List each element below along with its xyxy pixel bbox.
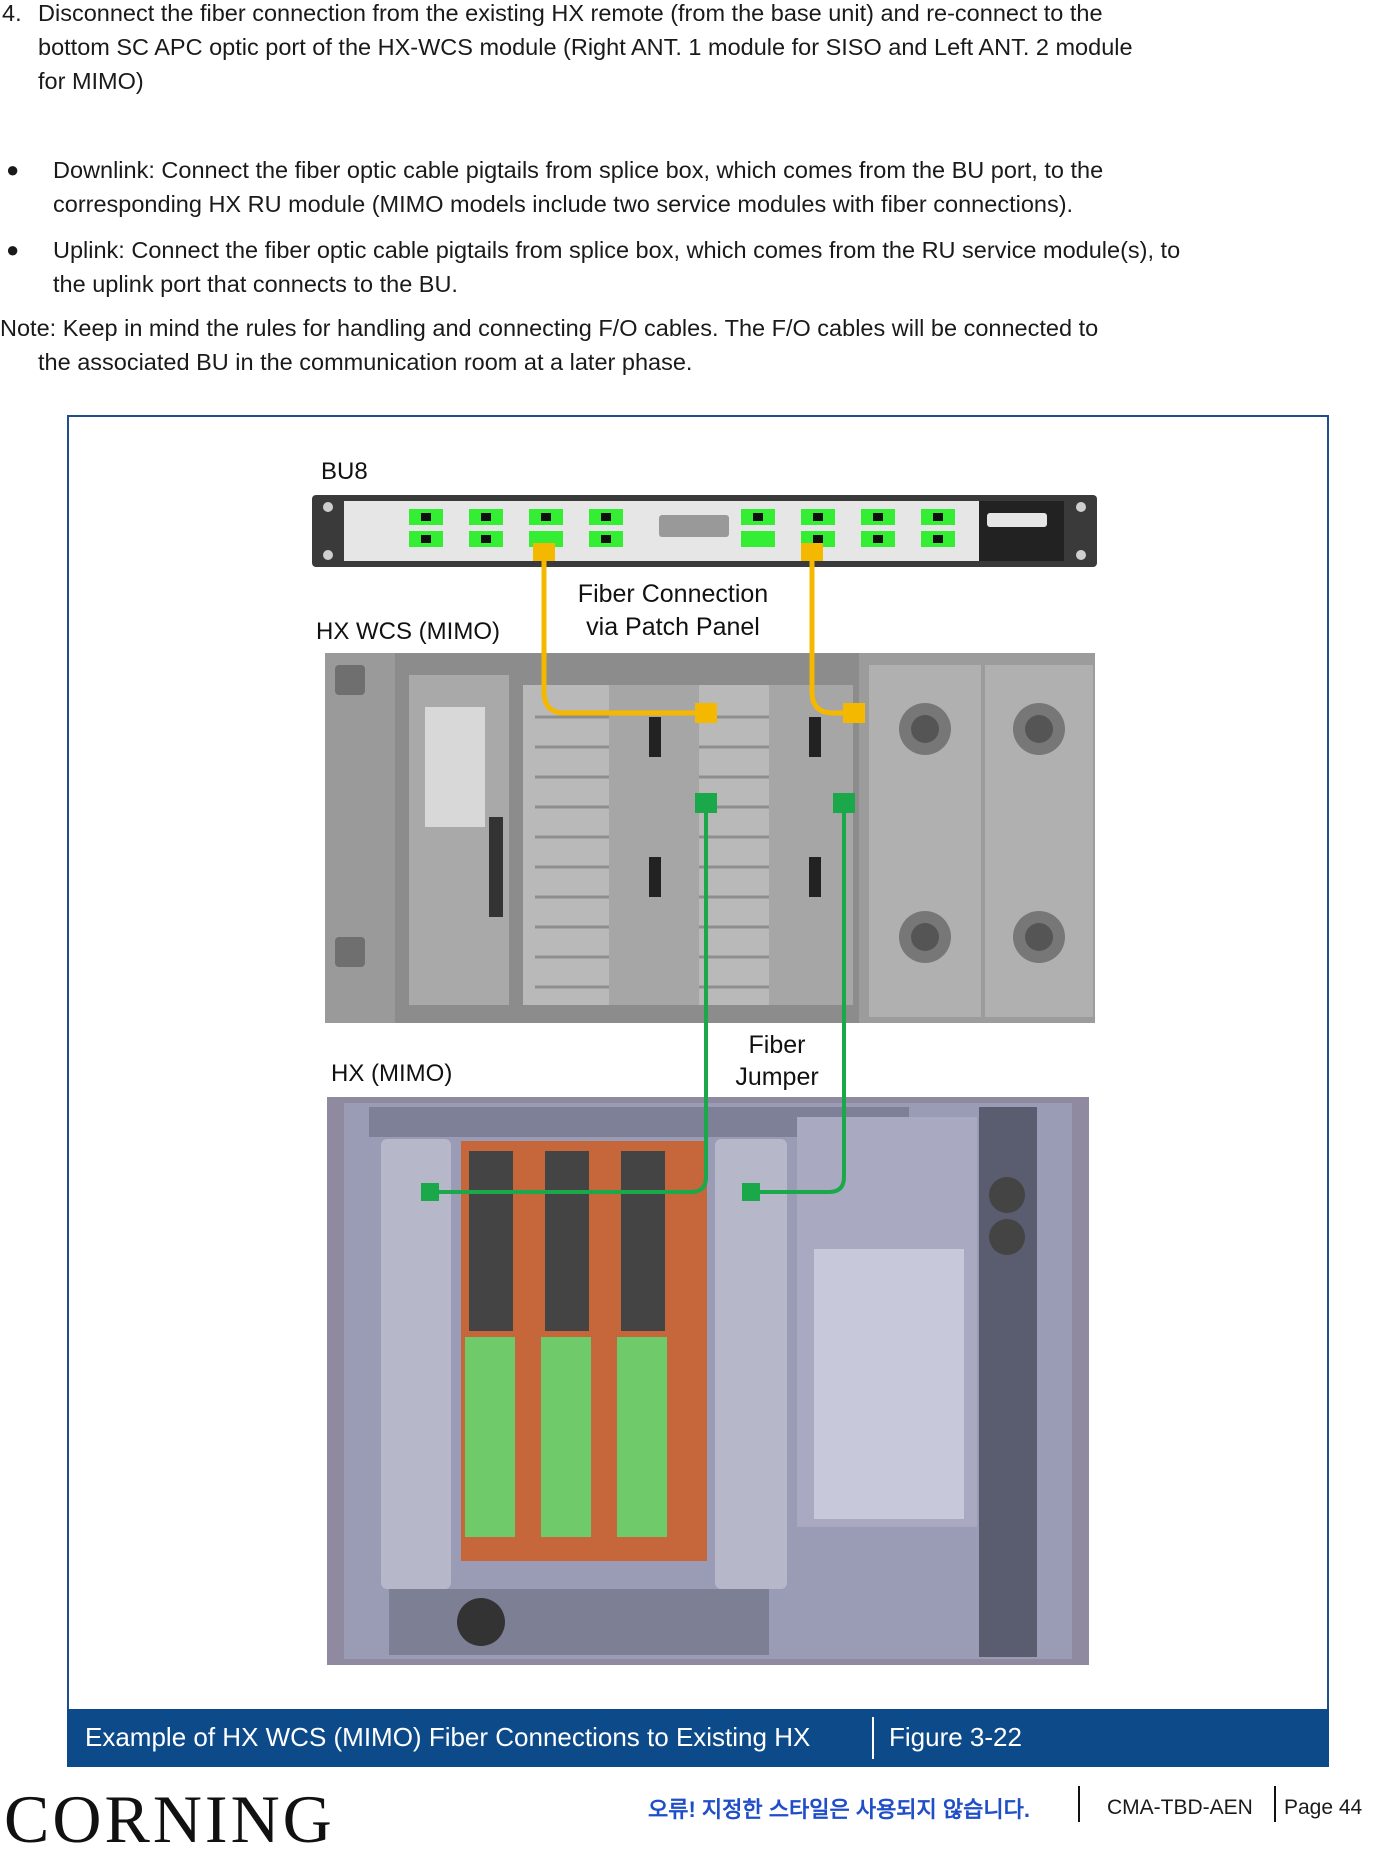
corning-logo: CORNING <box>4 1781 335 1857</box>
document-id: CMA-TBD-AEN <box>1107 1796 1253 1819</box>
bullet-line: Downlink: Connect the fiber optic cable … <box>53 157 1104 183</box>
jumper-fiber-left <box>437 802 708 1194</box>
bu8-left-connector <box>533 543 555 561</box>
figure-illustration: BU8 Fiber Connection via P <box>312 458 1097 1665</box>
hx-label: HX (MIMO) <box>331 1060 452 1087</box>
hx-right-port <box>742 1183 760 1201</box>
note-line: Note: Keep in mind the rules for handlin… <box>0 315 1099 341</box>
patch-label-line1: Fiber Connection <box>578 580 768 608</box>
step-text-line: bottom SC APC optic port of the HX-WCS m… <box>38 34 1133 60</box>
bullet-line: corresponding HX RU module (MIMO models … <box>53 191 1074 217</box>
patch-label-line2: via Patch Panel <box>586 613 760 641</box>
step-text-line: Disconnect the fiber connection from the… <box>38 0 1103 26</box>
patch-fiber-right <box>809 550 853 716</box>
hx-left-port <box>421 1183 439 1201</box>
step-number: 4. <box>2 0 22 26</box>
bu8-right-connector <box>801 543 823 561</box>
patch-fiber-left <box>541 550 705 716</box>
jumper-label-line2: Jumper <box>735 1063 818 1091</box>
note-line: the associated BU in the communication r… <box>38 349 693 375</box>
footer-divider <box>1274 1786 1276 1822</box>
step-text-line: for MIMO) <box>38 68 144 94</box>
wcs-right-jumper-port <box>833 793 855 813</box>
hx-chassis <box>327 1097 1089 1665</box>
footer-divider <box>1078 1786 1080 1822</box>
bullet-dot: ● <box>6 157 20 182</box>
wcs-left-jumper-port <box>695 793 717 813</box>
figure-number: Figure 3-22 <box>889 1722 1022 1752</box>
bu8-label: BU8 <box>321 458 368 485</box>
page-number: Page 44 <box>1284 1796 1363 1819</box>
jumper-fiber-right <box>751 802 846 1194</box>
bullet-line: the uplink port that connects to the BU. <box>53 271 458 297</box>
jumper-label-line1: Fiber <box>749 1031 806 1059</box>
caption-divider <box>872 1717 874 1759</box>
hx-wcs-label: HX WCS (MIMO) <box>316 618 500 645</box>
wcs-right-patch-port <box>843 703 865 723</box>
bullet-line: Uplink: Connect the fiber optic cable pi… <box>53 237 1181 263</box>
figure-caption: Example of HX WCS (MIMO) Fiber Connectio… <box>85 1722 811 1752</box>
bu8-unit <box>312 495 1097 567</box>
figure-caption-bar: Example of HX WCS (MIMO) Fiber Connectio… <box>67 1709 1329 1767</box>
bullet-dot: ● <box>6 237 20 262</box>
style-error-text: 오류! 지정한 스타일은 사용되지 않습니다. <box>648 1797 1030 1822</box>
wcs-left-patch-port <box>695 703 717 723</box>
